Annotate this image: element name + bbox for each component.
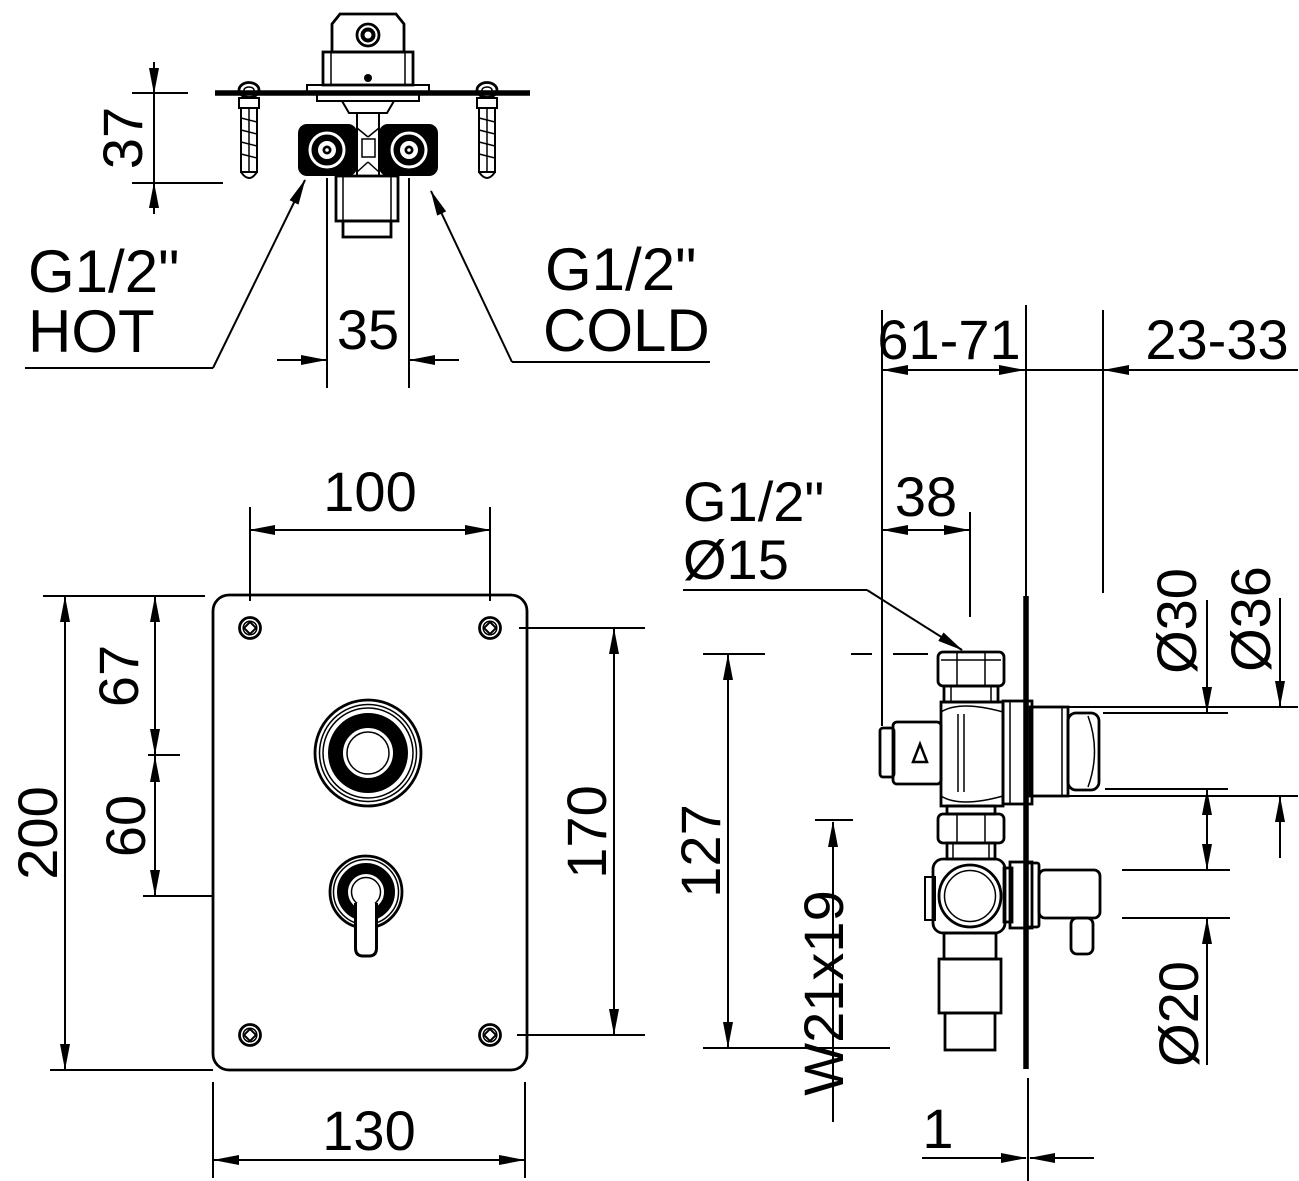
dimension-200: 200: [6, 596, 213, 1071]
dim-61-71-label: 61-71: [877, 308, 1020, 371]
volume-control-handle: [328, 854, 404, 958]
plate-screws: [238, 616, 502, 1047]
dimension-wall-plate: 1: [922, 1097, 1094, 1163]
dimension-100: 100: [249, 460, 491, 601]
cold-inlet-callout: G1/2" COLD: [430, 190, 710, 364]
top-view-drawing: 37 35 G1/2" HOT G1/2" COLD: [25, 12, 710, 388]
inlet-pipe-callout: G1/2" Ø15: [683, 470, 963, 651]
dim-handle-diameter-label: Ø20: [1147, 961, 1210, 1067]
dim-trim-outer-label: Ø36: [1219, 566, 1282, 672]
dim-60-label: 60: [94, 795, 157, 857]
dimension-37: 37: [91, 62, 223, 214]
dimension-35: 35: [277, 178, 459, 388]
dim-200-label: 200: [6, 786, 69, 879]
valve-body-side-view: [878, 650, 1102, 1052]
hot-thread-label: G1/2": [28, 238, 179, 305]
dim-130-label: 130: [322, 1099, 415, 1162]
dimension-38: 38: [882, 465, 971, 617]
handle-lever: [1069, 916, 1095, 956]
hot-inlet-callout: G1/2" HOT: [25, 179, 306, 369]
valve-body-top-view: [298, 12, 438, 239]
cover-plate: [211, 593, 529, 1072]
hot-name-label: HOT: [28, 298, 155, 365]
inlet-compression-nut: [936, 650, 1006, 688]
lever-stub: [354, 903, 378, 958]
dimension-67-60: 67 60: [43, 595, 214, 897]
dim-67-label: 67: [87, 645, 150, 707]
inlet-diameter-label: Ø15: [683, 528, 789, 591]
thermostat-trim: [313, 698, 423, 808]
dimension-130: 130: [212, 1082, 526, 1178]
dim-100-label: 100: [323, 460, 416, 523]
dim-37-label: 37: [91, 107, 154, 169]
dimension-127: 127: [669, 653, 928, 1049]
cold-name-label: COLD: [543, 297, 710, 364]
front-view-drawing: 100 67 60 200: [6, 460, 645, 1178]
dimension-w21x19: W21x19: [792, 819, 855, 1122]
dim-trim-inner-label: Ø30: [1145, 568, 1208, 674]
cold-thread-label: G1/2": [545, 236, 696, 303]
dim-127-label: 127: [669, 804, 732, 897]
dim-35-label: 35: [337, 298, 399, 361]
wall-anchor-right: [475, 81, 499, 179]
inlet-thread-label: G1/2": [683, 470, 824, 533]
temperature-marker: [911, 740, 929, 764]
wall-flange: [1001, 699, 1034, 806]
dim-38-label: 38: [895, 465, 957, 528]
outlet-body: [937, 957, 1003, 1015]
dimension-handle-diameter: Ø20: [1122, 790, 1230, 1067]
side-view-drawing: 61-71 23-33 38 G1/2" Ø15 127: [669, 305, 1298, 1181]
control-handle: [1037, 868, 1102, 920]
handle-escutcheon: [1008, 860, 1034, 930]
wall-anchor-left: [237, 81, 261, 179]
dim-170-label: 170: [555, 785, 618, 878]
dim-1-label: 1: [922, 1097, 953, 1160]
lower-union-nut: [936, 812, 1006, 845]
dimension-trim-diameters: Ø30 Ø36: [1032, 566, 1298, 858]
dim-23-33-label: 23-33: [1145, 308, 1288, 371]
dimension-depth-ranges: 61-71 23-33: [877, 308, 1298, 726]
thread-spec-label: W21x19: [792, 890, 855, 1095]
dimension-170: 170: [517, 627, 645, 1036]
trim-stub: [1066, 711, 1101, 792]
